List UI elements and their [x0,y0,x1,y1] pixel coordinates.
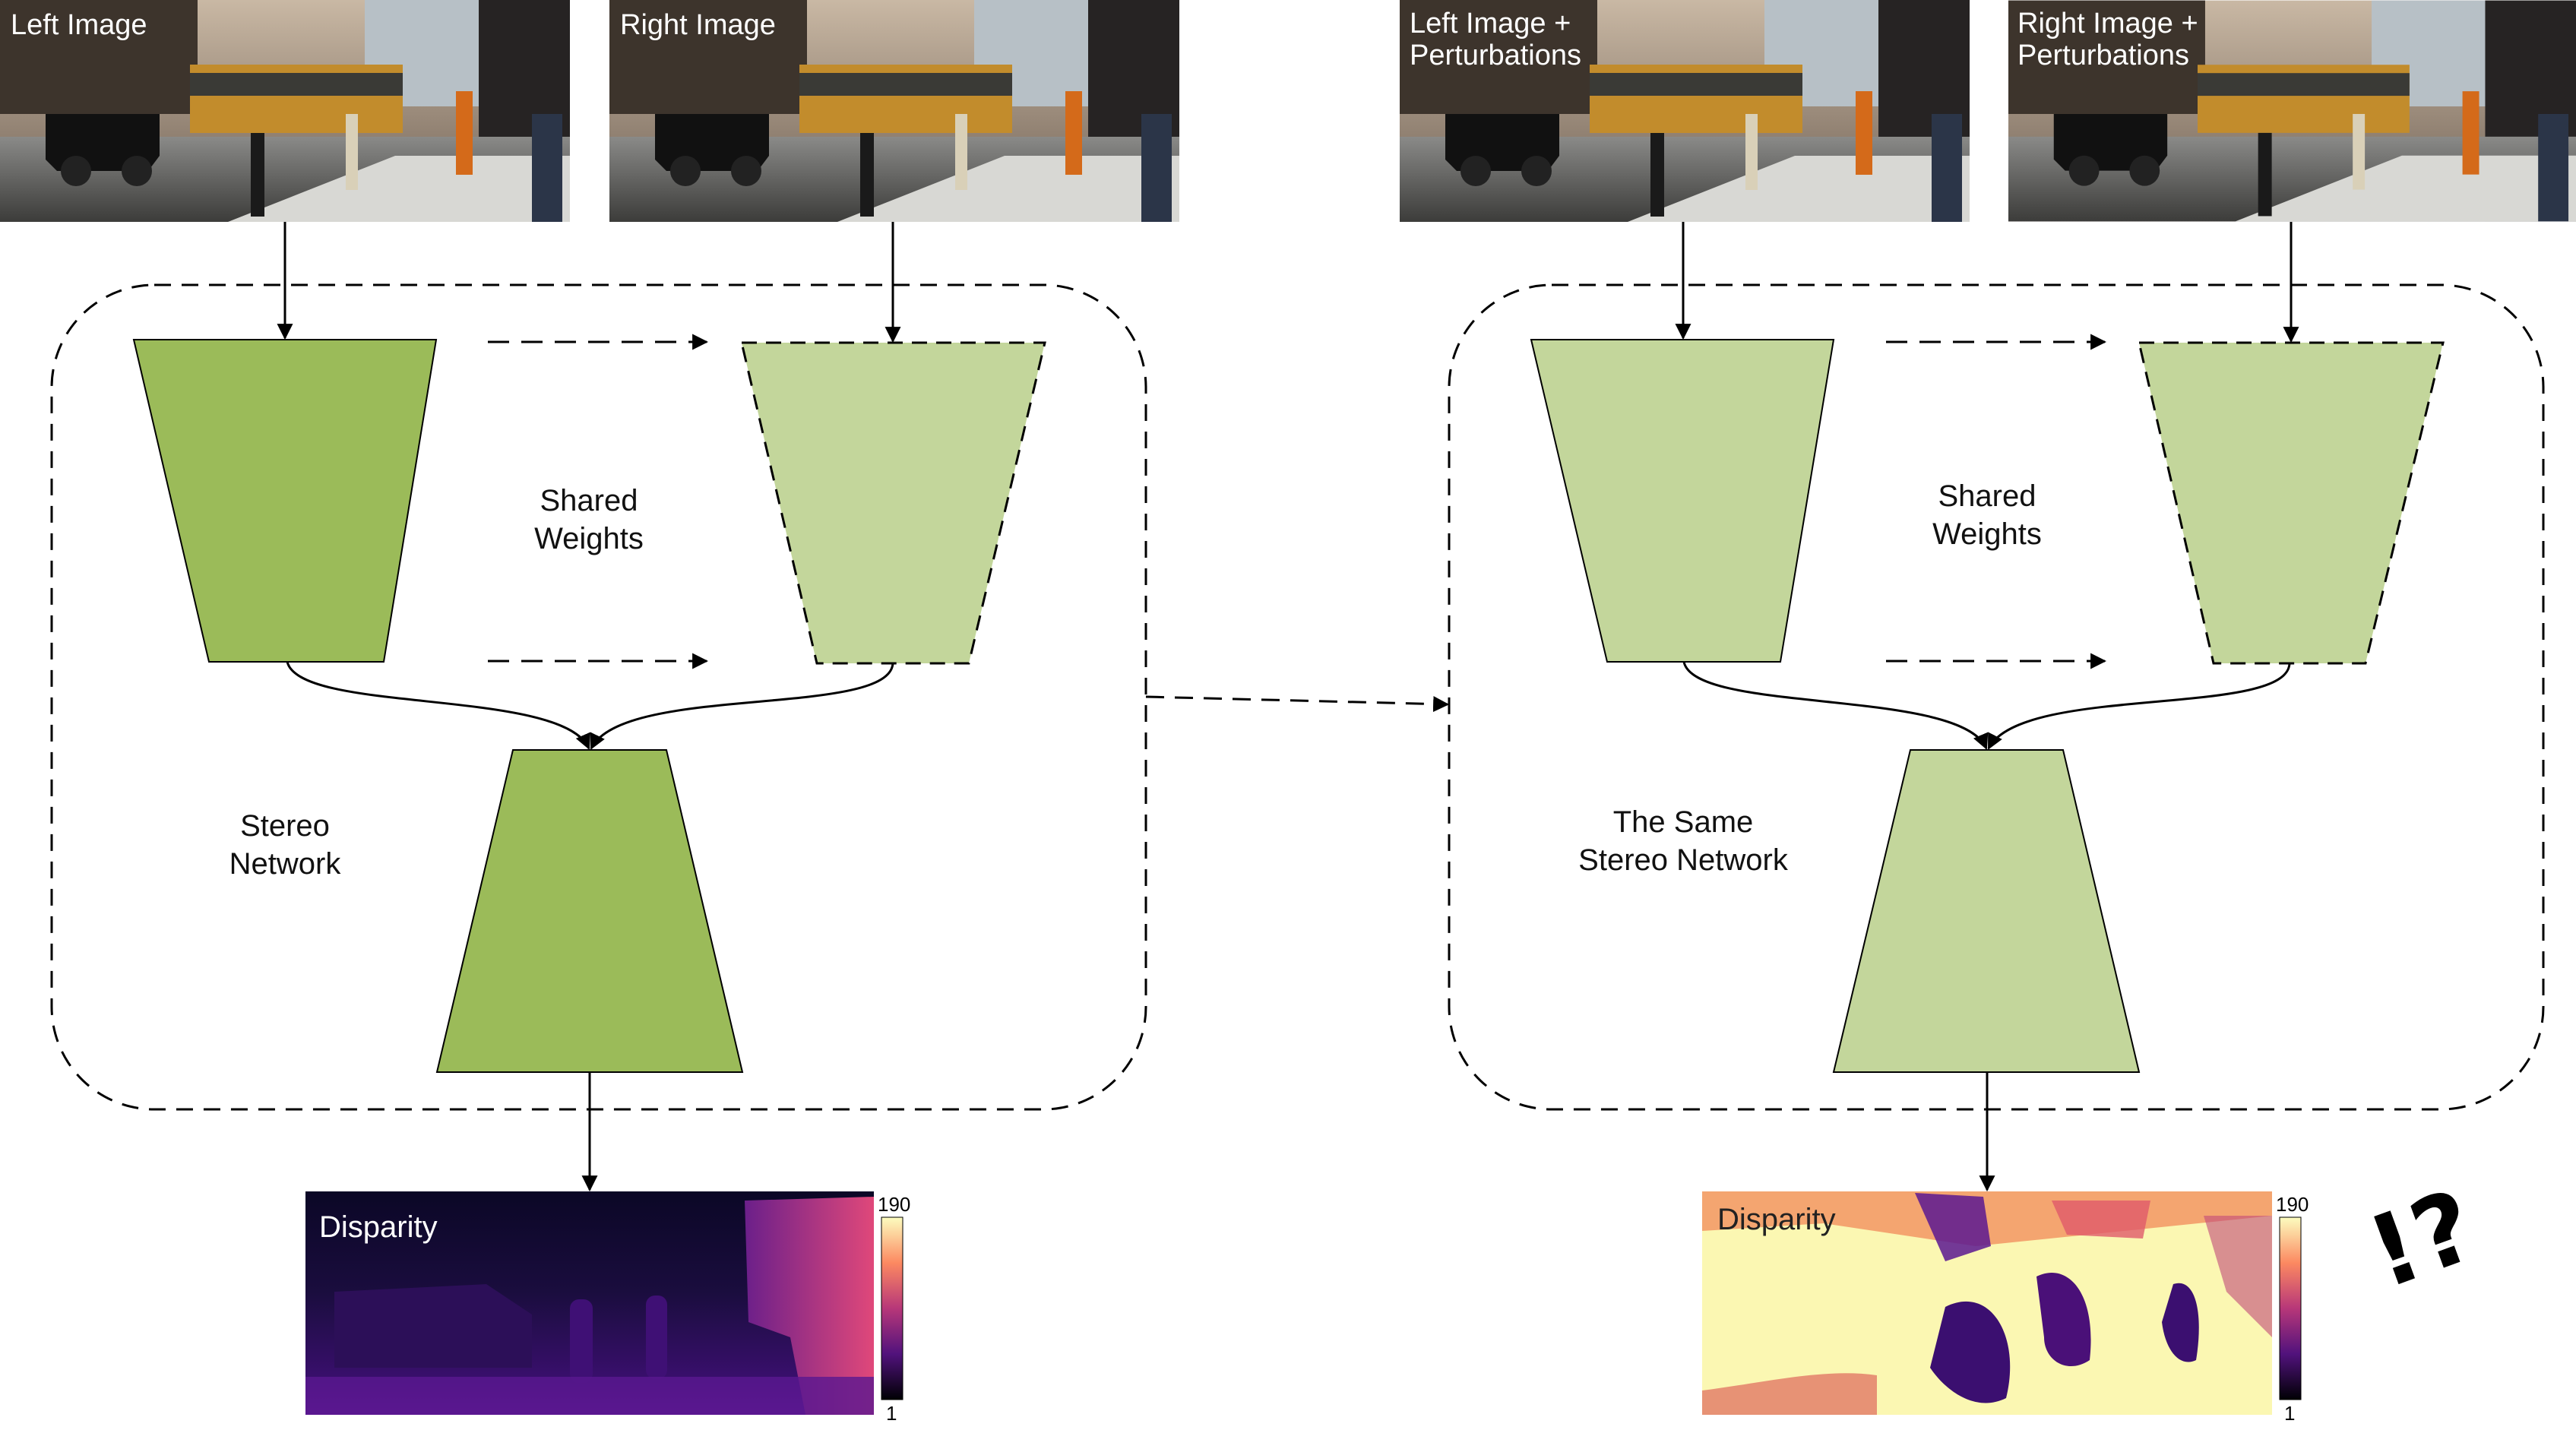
left-image-label: Left Image [11,9,147,41]
colorbar-perturbed [2279,1216,2302,1400]
shared-weights-label: Shared Weights [534,484,644,555]
disparity-label-perturbed: Disparity [1717,1203,1836,1236]
right-image-perturbed-label: Right Image + Perturbations [2017,8,2198,71]
disparity-map-perturbed [1702,1191,2272,1415]
right-encoder-trapezoid-shared [740,341,1046,665]
colorbar-min-clean: 1 [886,1402,897,1425]
colorbar-max-perturbed: 190 [2276,1193,2309,1216]
right-encoder-trapezoid-shared-2 [2138,341,2445,665]
left-encoder-trapezoid [132,339,438,663]
right-panel-arrows [1675,222,2299,1192]
disparity-map-clean [305,1191,874,1415]
disparity-label-clean: Disparity [319,1210,438,1244]
panel-connector-arrow [1145,695,1450,713]
left-image-perturbed-label: Left Image + Perturbations [1410,8,1582,71]
left-panel-arrows [277,222,901,1192]
decoder-trapezoid [435,749,744,1073]
shared-weights-label-2: Shared Weights [1932,479,2042,551]
colorbar-max-clean: 190 [878,1193,911,1216]
colorbar-min-perturbed: 1 [2284,1402,2296,1425]
left-encoder-trapezoid-2 [1530,339,1835,663]
right-image-label: Right Image [620,9,776,41]
decoder-trapezoid-2 [1832,749,2141,1073]
stereo-network-label: Stereo Network [229,809,341,881]
colorbar-clean [881,1216,903,1400]
same-stereo-network-label: The Same Stereo Network [1578,805,1788,877]
right-network-container [1448,283,2545,1111]
left-network-container [50,283,1147,1111]
